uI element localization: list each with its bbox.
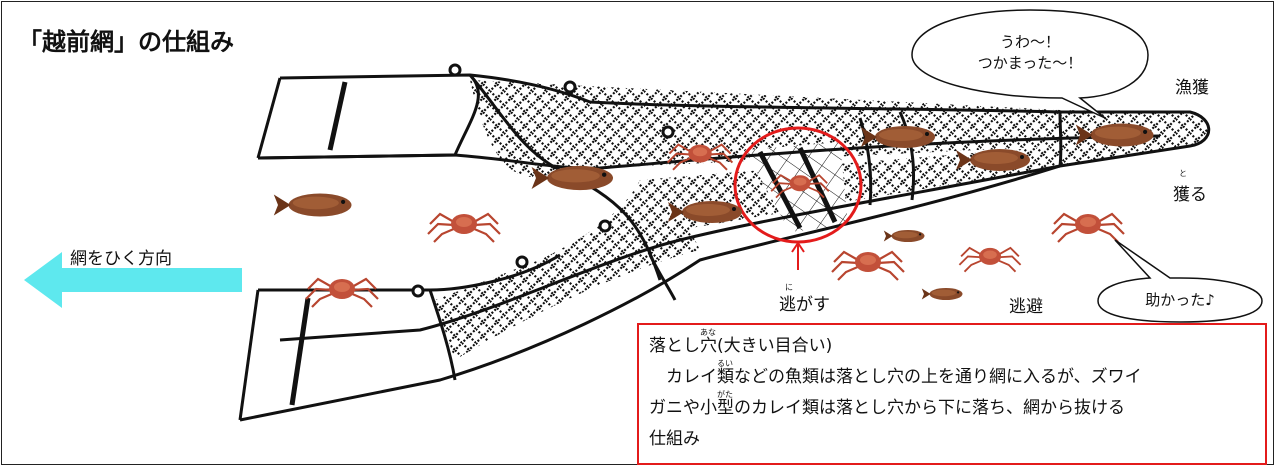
info-heading-ruby: あな <box>700 328 716 337</box>
caught-bubble-text: うわ〜！ つかまった〜！ <box>960 32 1100 74</box>
diagram-title: 「越前網」の仕組み <box>18 28 234 56</box>
catch-verb-ruby: と <box>1179 169 1187 178</box>
info-line3-pre: ガニや小 <box>649 398 717 418</box>
net-outline <box>238 73 1211 422</box>
net-mesh-lower-wing <box>435 146 1060 300</box>
speech-bubble-caught <box>911 9 1149 119</box>
catch-label: 漁獲 <box>1175 78 1209 98</box>
net-mesh-lower-front <box>435 210 700 360</box>
info-line2-pre: カレイ <box>649 367 717 387</box>
info-line3-post: のカレイ類は落とし穴から下に落ち、網から抜ける <box>734 398 1125 418</box>
info-heading-kanji-wrap: あな穴 <box>700 329 717 357</box>
catch-verb-label: と 獲る <box>1173 169 1207 205</box>
info-line3-kanji-wrap: がた型 <box>717 391 734 419</box>
caught-bubble-line-2: つかまった〜！ <box>977 54 1083 72</box>
float-icon <box>411 63 675 298</box>
saved-bubble-text: 助かった♪ <box>1145 291 1215 309</box>
catch-verb-text: 獲る <box>1173 185 1207 205</box>
escape-label: 逃避 <box>1009 297 1043 317</box>
info-line2-ruby: るい <box>717 359 733 368</box>
escape-up-arrow-icon <box>791 241 805 270</box>
speech-bubble-saved <box>1097 239 1263 323</box>
info-heading-kanji: 穴 <box>700 336 717 356</box>
info-box: 落としあな穴(大きい目合い) カレイるい類などの魚類は落とし穴の上を通り網に入る… <box>637 323 1267 465</box>
info-line3-kanji: 型 <box>717 398 734 418</box>
net-wing-bars <box>289 81 838 406</box>
pull-direction-label: 網をひく方向 <box>70 249 172 269</box>
left-arrow-icon <box>24 252 242 308</box>
info-heading-pre: 落とし <box>649 336 700 356</box>
caught-bubble-line-1: うわ〜！ <box>999 33 1060 51</box>
info-line2-kanji: 類 <box>717 367 734 387</box>
escape-let-ruby: に <box>785 283 793 292</box>
escape-let-label: に 逃がす <box>779 283 830 315</box>
info-line2-kanji-wrap: るい類 <box>717 360 734 388</box>
info-line3-ruby: がた <box>717 390 733 399</box>
escape-let-text: 逃がす <box>779 295 830 315</box>
info-line2-post: などの魚類は落とし穴の上を通り網に入るが、ズワイ <box>734 367 1142 387</box>
info-line-4: 仕組み <box>649 429 700 449</box>
info-heading: 落としあな穴(大きい目合い) <box>649 329 1255 362</box>
info-heading-post: (大きい目合い) <box>717 336 833 356</box>
info-line-3: ガニや小がた型のカレイ類は落とし穴から下に落ち、網から抜ける <box>649 391 1255 424</box>
info-line-2: カレイるい類などの魚類は落とし穴の上を通り網に入るが、ズワイ <box>649 360 1255 393</box>
